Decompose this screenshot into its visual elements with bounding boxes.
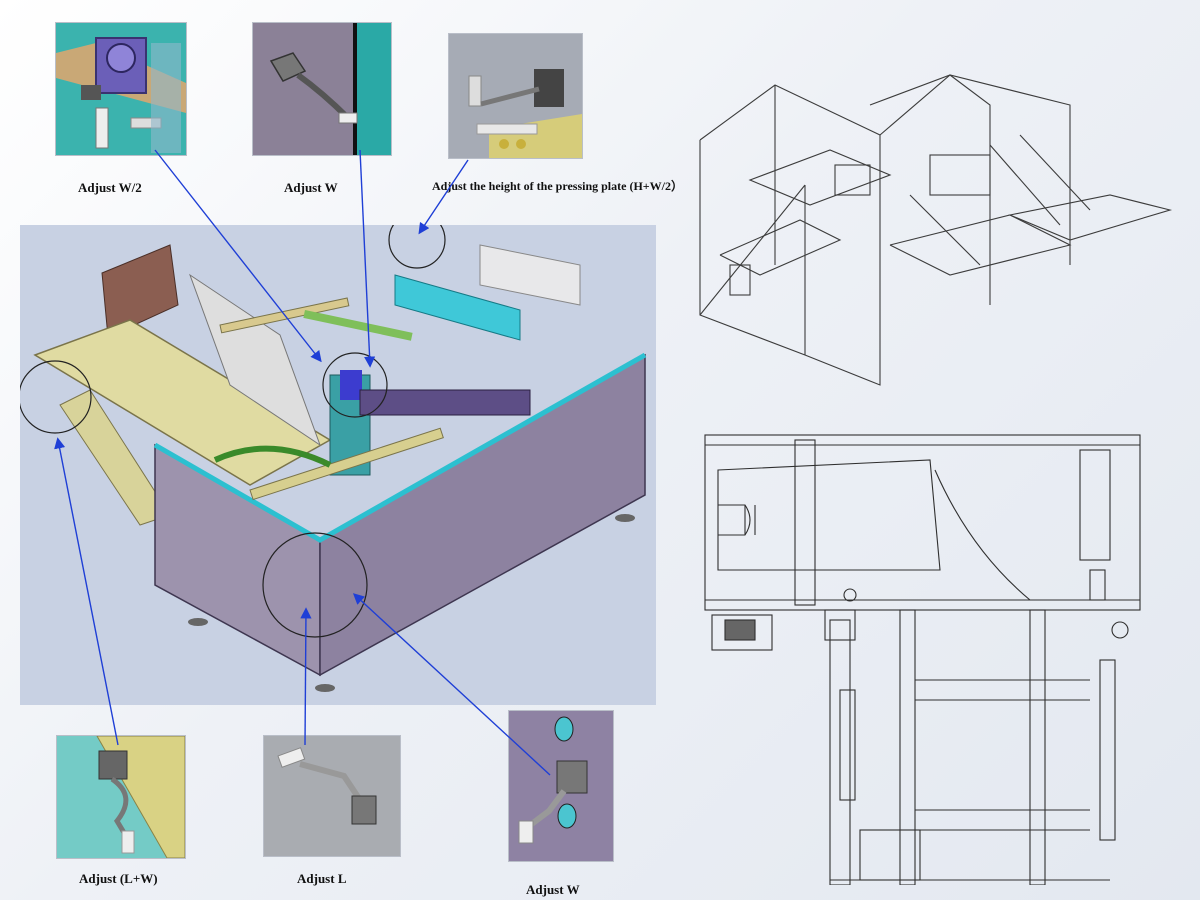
label-adjust-w-bottom: Adjust W: [526, 882, 580, 897]
label-adjust-l-plus-w: Adjust (L+W): [79, 871, 158, 886]
thumb-adjust-l-plus-w: [56, 735, 186, 859]
main-machine-render: [20, 225, 656, 705]
isometric-line-drawing: [690, 65, 1180, 395]
thumb-adjust-w-half: [55, 22, 187, 156]
thumb-adjust-height: [448, 33, 583, 159]
label-adjust-w-top: Adjust W: [284, 180, 338, 195]
label-adjust-l: Adjust L: [297, 871, 347, 886]
thumb-adjust-w-top: [252, 22, 392, 156]
top-view-line-drawing: [700, 430, 1145, 885]
thumb-adjust-w-bottom: [508, 710, 614, 862]
arrow-height: [418, 159, 469, 235]
label-adjust-w-half: Adjust W/2: [78, 180, 142, 195]
label-adjust-height: Adjust the height of the pressing plate …: [432, 179, 683, 193]
thumb-adjust-l: [263, 735, 401, 857]
